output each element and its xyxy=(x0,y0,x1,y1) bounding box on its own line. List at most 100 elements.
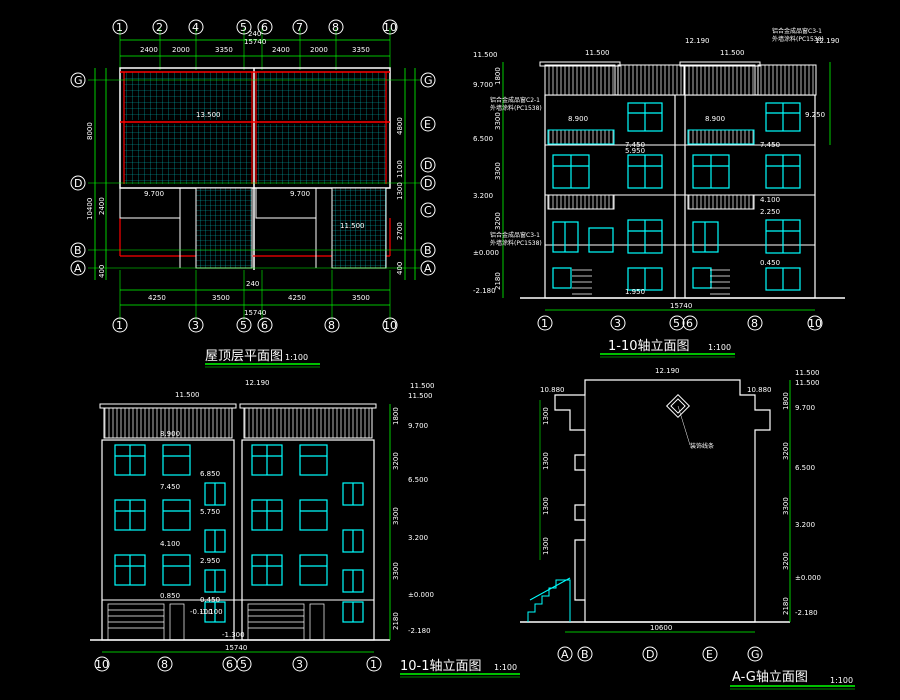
rear-inner-4: 5.750 xyxy=(200,508,220,516)
roof-bottom-dim-2: 3500 xyxy=(212,294,230,302)
roof-top-dim-6: 2000 xyxy=(310,46,328,54)
rear-top-3: 11.500 xyxy=(410,382,435,390)
side-axis-4: E xyxy=(706,648,713,661)
side-elevation-scale: 1:100 xyxy=(830,676,853,685)
roof-plan: 2400 2000 3350 240 2400 2000 3350 15740 … xyxy=(70,19,436,368)
front-inner-level-1: 8.900 xyxy=(568,115,588,123)
side-top-4: 11.500 xyxy=(795,369,820,377)
rear-level-6: -2.180 xyxy=(408,627,431,635)
rear-inner-7: 0.850 xyxy=(160,592,180,600)
rear-elevation-scale: 1:100 xyxy=(494,663,517,672)
front-note-6: 外墙涂料(PC1538) xyxy=(490,239,542,247)
front-level-5: ±0.000 xyxy=(473,249,499,257)
rear-inner-5: 4.100 xyxy=(160,540,180,548)
side-level-1: 11.500 xyxy=(795,379,820,387)
front-axis-3: 5 xyxy=(673,317,680,330)
rear-inner-3: 7.450 xyxy=(160,483,180,491)
side-dim-5: 2180 xyxy=(782,597,790,615)
front-top-4: 12.190 xyxy=(815,37,840,45)
side-left-dim-3: 1300 xyxy=(542,497,550,515)
rear-axis-6: 1 xyxy=(370,658,377,671)
roof-top-axis-1: 1 xyxy=(116,21,123,34)
roof-bottom-dim-4: 4250 xyxy=(288,294,306,302)
roof-left-axis-2: D xyxy=(74,177,82,190)
rear-level-5: ±0.000 xyxy=(408,591,434,599)
front-level-1: 11.500 xyxy=(473,51,498,59)
roof-left-axis-bubbles: G D B A xyxy=(70,72,86,276)
roof-left-dim-4: 400 xyxy=(98,265,106,278)
front-axis-bubbles: 1 3 5 6 8 10 xyxy=(537,315,823,331)
roof-top-dim-2: 2000 xyxy=(172,46,190,54)
front-note-5: 铝合金成品窗C3-1 xyxy=(490,231,540,239)
rear-inner-8: 0.450 xyxy=(200,596,220,604)
side-elevation-title: A-G轴立面图 xyxy=(732,670,808,685)
front-top-3: 11.500 xyxy=(720,49,745,57)
front-inner-level-5: 1.950 xyxy=(625,288,645,296)
roof-top-axis-4: 5 xyxy=(240,21,247,34)
front-top-2: 12.190 xyxy=(685,37,710,45)
roof-right-axis-2: E xyxy=(424,118,431,131)
roof-bottom-axis-1: 1 xyxy=(116,319,123,332)
roof-right-axis-5: C xyxy=(424,204,432,217)
roof-top-axis-7: 8 xyxy=(332,21,339,34)
front-inner-level-4: 5.950 xyxy=(625,147,645,155)
roof-top-axis-6: 7 xyxy=(296,21,303,34)
roof-top-dim-3: 3350 xyxy=(215,46,233,54)
roof-bottom-total: 15740 xyxy=(244,309,266,317)
rear-axis-3: 6 xyxy=(226,658,233,671)
front-inner-level-3: 7.450 xyxy=(625,141,645,149)
roof-left-dim-2: 10400 xyxy=(86,198,94,220)
roof-bottom-dim-1: 4250 xyxy=(148,294,166,302)
roof-top-axis-3: 4 xyxy=(192,21,199,34)
rear-inner-1: 8.900 xyxy=(160,430,180,438)
side-axis-2: B xyxy=(581,648,589,661)
rear-axis-2: 8 xyxy=(161,658,168,671)
side-axis-bubbles: A B D E G xyxy=(557,646,763,662)
rear-axis-1: 10 xyxy=(95,658,109,671)
side-left-dim-2: 1300 xyxy=(542,452,550,470)
roof-left-axis-3: B xyxy=(74,244,82,257)
roof-label-2: 9.700 xyxy=(144,190,164,198)
roof-right-axis-bubbles: G E D D C B A xyxy=(420,72,436,276)
roof-right-dim-4: 2700 xyxy=(396,222,404,240)
rear-level-4: 3.200 xyxy=(408,534,428,542)
roof-right-dim-5: 400 xyxy=(396,262,404,275)
roof-right-axis-6: B xyxy=(424,244,432,257)
side-level-6: -2.180 xyxy=(795,609,818,617)
front-right-level-2: 7.450 xyxy=(760,141,780,149)
roof-plan-title: 屋顶层平面图 xyxy=(205,349,283,364)
rear-elevation: 11.500 9.700 6.500 3.200 ±0.000 -2.180 1… xyxy=(90,379,520,678)
front-elevation: 11.500 9.700 6.500 3.200 ±0.000 -2.180 1… xyxy=(473,27,845,358)
roof-bottom-axis-5: 8 xyxy=(328,319,335,332)
front-axis-2: 3 xyxy=(614,317,621,330)
front-note-3: 铝合金成品窗C3-1 xyxy=(772,27,822,35)
roof-bottom-axis-4: 6 xyxy=(261,319,268,332)
roof-bottom-dim-3: 240 xyxy=(246,280,259,288)
front-level-3: 6.500 xyxy=(473,135,493,143)
rear-top-2: 12.190 xyxy=(245,379,270,387)
front-top-1: 11.500 xyxy=(585,49,610,57)
roof-bottom-axis-3: 5 xyxy=(240,319,247,332)
front-right-level-5: 0.450 xyxy=(760,259,780,267)
front-note-4: 外墙涂料(PC1538) xyxy=(772,35,824,43)
side-axis-1: A xyxy=(561,648,569,661)
rear-top-1: 11.500 xyxy=(175,391,200,399)
front-total: 15740 xyxy=(670,302,692,310)
rear-axis-bubbles: 10 8 6 5 3 1 xyxy=(94,656,382,672)
rear-inner-10: -1.100 xyxy=(200,608,223,616)
front-axis-4: 6 xyxy=(686,317,693,330)
front-note-1: 铝合金成品窗C2-1 xyxy=(490,96,540,104)
rear-level-3: 6.500 xyxy=(408,476,428,484)
roof-top-axis-8: 10 xyxy=(383,21,397,34)
front-note-2: 外墙涂料(PC1538) xyxy=(490,104,542,112)
roof-label-4: 11.500 xyxy=(340,222,365,230)
front-side-dim-3: 3300 xyxy=(494,162,502,180)
roof-bottom-dim-5: 3500 xyxy=(352,294,370,302)
roof-top-axis-2: 2 xyxy=(156,21,163,34)
rear-side-dim-1: 1800 xyxy=(392,407,400,425)
rear-axis-4: 5 xyxy=(240,658,247,671)
side-left-dim-4: 1300 xyxy=(542,537,550,555)
roof-right-axis-1: G xyxy=(424,74,433,87)
side-top-2: 12.190 xyxy=(655,367,680,375)
roof-top-dim-7: 3350 xyxy=(352,46,370,54)
